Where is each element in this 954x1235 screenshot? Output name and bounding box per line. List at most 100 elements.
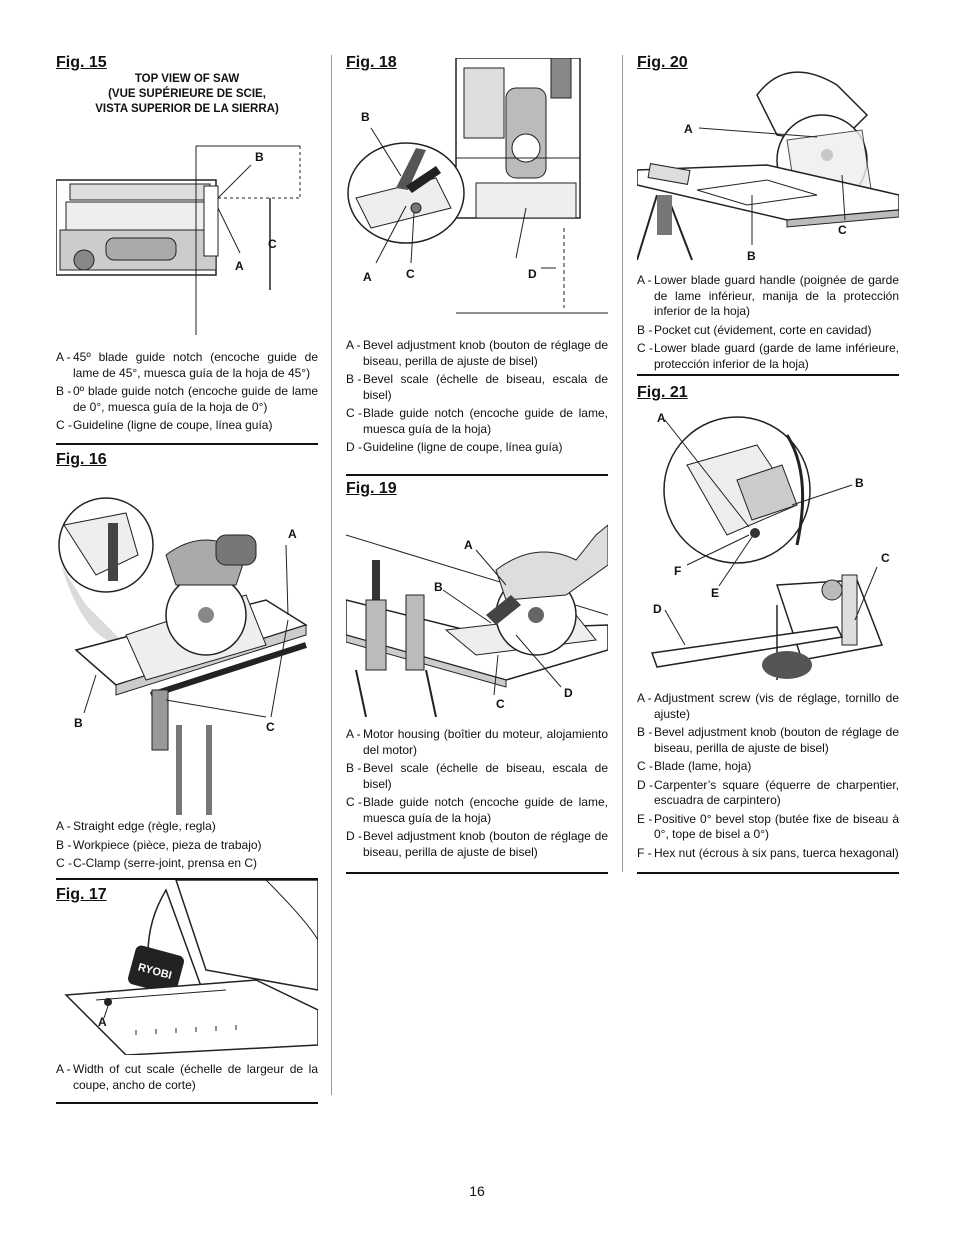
legend-text: Blade (lame, hoja)	[654, 759, 752, 773]
section-divider	[346, 474, 608, 476]
legend-item: B -Bevel adjustment knob (bouton de régl…	[637, 725, 899, 756]
legend-key: B -	[637, 322, 653, 337]
section-divider	[56, 878, 318, 880]
legend-text: 45º blade guide notch (encoche guide de …	[73, 350, 318, 380]
fig17-illustration: RYOBI A	[64, 880, 318, 1055]
legend-key: A -	[637, 273, 652, 287]
fig15-label-a: A	[235, 259, 244, 273]
fig18-label-a: A	[363, 270, 372, 284]
legend-text: Bevel adjustment knob (bouton de réglage…	[654, 725, 899, 755]
section-divider	[637, 374, 899, 376]
legend-text: Bevel adjustment knob (bouton de réglage…	[363, 829, 608, 859]
fig19-label-c: C	[496, 697, 505, 711]
legend-key: C -	[346, 406, 362, 420]
legend-text: Adjustment screw (vis de réglage, tornil…	[654, 691, 899, 721]
legend-item: C -C-Clamp (serre-joint, prensa en C)	[56, 856, 318, 872]
legend-key: C -	[56, 856, 72, 870]
legend-key: B -	[346, 372, 362, 386]
legend-item: B -Pocket cut (évidement, corte en cavid…	[637, 323, 899, 339]
fig18-label-c: C	[406, 267, 415, 281]
fig20-legend: A -Lower blade guard handle (poignée de …	[637, 273, 899, 375]
fig21-label-c: C	[881, 551, 890, 565]
fig16-illustration: A B C	[58, 497, 308, 815]
legend-key: C -	[56, 418, 72, 432]
legend-key: D -	[346, 829, 362, 843]
legend-text: C-Clamp (serre-joint, prensa en C)	[73, 856, 258, 870]
legend-item: B -Bevel scale (échelle de biseau, escal…	[346, 372, 608, 403]
legend-key: C -	[346, 795, 362, 809]
legend-text: Blade guide notch (encoche guide de lame…	[363, 406, 608, 436]
legend-item: B -0º blade guide notch (encoche guide d…	[56, 384, 318, 415]
legend-key: A -	[637, 691, 652, 705]
legend-text: Bevel scale (échelle de biseau, escala d…	[363, 761, 608, 791]
legend-text: Carpenter’s square (équerre de charpenti…	[654, 777, 899, 808]
fig21-label-b: B	[855, 476, 864, 490]
legend-text: Blade guide notch (encoche guide de lame…	[363, 795, 608, 825]
fig15-illustration: B C A	[56, 145, 301, 335]
legend-text: Straight edge (règle, regla)	[73, 819, 216, 833]
fig17-legend: A -Width of cut scale (échelle de largeu…	[56, 1062, 318, 1096]
page-number: 16	[469, 1183, 485, 1199]
fig16-label-c: C	[266, 720, 275, 734]
fig18-illustration: B A C D	[347, 58, 608, 314]
fig19-title: Fig. 19	[346, 480, 397, 497]
legend-key: B -	[346, 761, 362, 775]
fig19-label-a: A	[464, 538, 473, 552]
legend-key: D -	[637, 777, 653, 792]
fig21-label-e: E	[711, 586, 719, 600]
fig15-title: Fig. 15	[56, 54, 107, 71]
legend-text: Lower blade guard (garde de lame inférie…	[654, 341, 899, 371]
fig16-label-a: A	[288, 527, 297, 541]
legend-item: B -Bevel scale (échelle de biseau, escal…	[346, 761, 608, 792]
fig16-title: Fig. 16	[56, 451, 107, 468]
fig18-label-b: B	[361, 110, 370, 124]
fig17-label-a: A	[98, 1015, 107, 1029]
legend-text: Bevel adjustment knob (bouton de réglage…	[363, 338, 608, 368]
legend-text: Workpiece (pièce, pieza de trabajo)	[73, 837, 262, 852]
legend-item: A -Adjustment screw (vis de réglage, tor…	[637, 691, 899, 722]
section-divider	[346, 872, 608, 874]
column-divider-left	[331, 55, 332, 1095]
legend-item: C -Blade (lame, hoja)	[637, 759, 899, 775]
fig17-title: Fig. 17	[56, 886, 107, 903]
fig19-label-b: B	[434, 580, 443, 594]
fig19-legend: A -Motor housing (boîtier du moteur, alo…	[346, 727, 608, 863]
legend-key: B -	[56, 384, 72, 398]
fig21-label-f: F	[674, 564, 681, 578]
fig15-legend: A -45º blade guide notch (encoche guide …	[56, 350, 318, 437]
fig15-label-b: B	[255, 150, 264, 164]
legend-text: Hex nut (écrous à six pans, tuerca hexag…	[654, 845, 899, 860]
fig15-label-c: C	[268, 237, 277, 251]
legend-key: A -	[56, 350, 71, 364]
fig16-legend: A -Straight edge (règle, regla) B -Workp…	[56, 819, 318, 875]
legend-text: Width of cut scale (échelle de largeur d…	[73, 1062, 318, 1092]
legend-key: C -	[637, 341, 653, 355]
legend-text: Positive 0° bevel stop (butée fixe de bi…	[654, 811, 899, 842]
legend-key: B -	[637, 725, 653, 739]
fig15-subtitle-line: TOP VIEW OF SAW	[134, 73, 240, 85]
fig15-subtitle: TOP VIEW OF SAW (VUE SUPÉRIEURE DE SCIE,…	[56, 72, 318, 117]
fig20-title: Fig. 20	[637, 54, 688, 71]
legend-item: A -Motor housing (boîtier du moteur, alo…	[346, 727, 608, 758]
fig18-legend: A -Bevel adjustment knob (bouton de régl…	[346, 338, 608, 459]
legend-item: C -Blade guide notch (encoche guide de l…	[346, 406, 608, 437]
fig19-illustration: A B C D	[346, 524, 608, 717]
fig20-label-a: A	[684, 122, 693, 136]
section-divider	[56, 1102, 318, 1104]
legend-item: E -Positive 0° bevel stop (butée fixe de…	[637, 812, 899, 843]
legend-text: Motor housing (boîtier du moteur, alojam…	[363, 727, 608, 757]
fig21-label-a: A	[657, 411, 666, 425]
legend-item: C -Guideline (ligne de coupe, línea guía…	[56, 418, 318, 434]
legend-key: D -	[346, 440, 362, 454]
fig16-label-b: B	[74, 716, 83, 730]
fig19-label-d: D	[564, 686, 573, 700]
legend-key: E -	[637, 811, 653, 826]
legend-key: F -	[637, 845, 652, 860]
fig21-label-d: D	[653, 602, 662, 616]
fig20-illustration: A B C	[637, 71, 899, 263]
fig18-title: Fig. 18	[346, 54, 397, 71]
legend-key: A -	[346, 727, 361, 741]
legend-key: B -	[56, 837, 72, 852]
legend-item: D -Bevel adjustment knob (bouton de régl…	[346, 829, 608, 860]
legend-text: 0º blade guide notch (encoche guide de l…	[73, 384, 318, 414]
